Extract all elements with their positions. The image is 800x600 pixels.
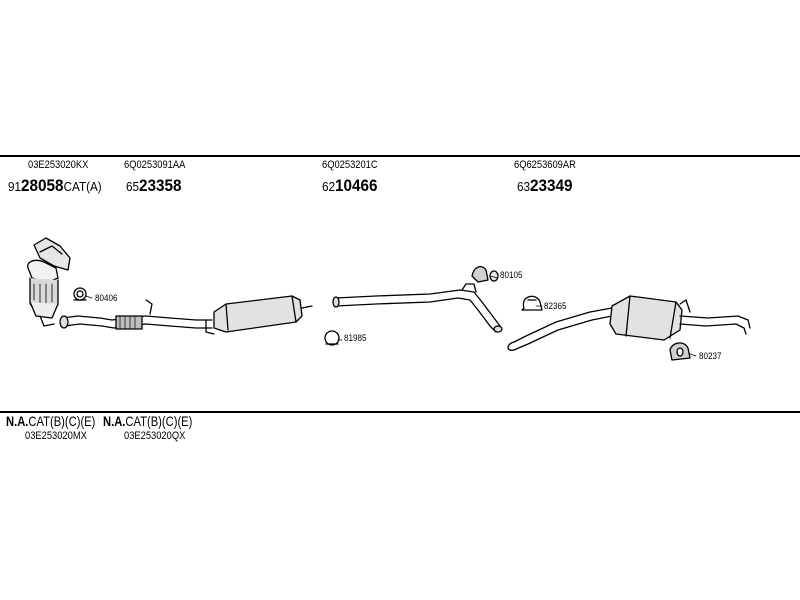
part-code-rear-silencer: 6Q6253609AR — [514, 159, 576, 171]
middle-pipe-drawing — [332, 283, 503, 333]
part-label-81985: 81985 — [344, 333, 367, 344]
part-code-middle-pipe: 6Q0253201C — [322, 159, 378, 171]
variant-note-1: N.A.CAT(B)(C)(E) — [6, 413, 96, 429]
clamp-82365-drawing — [521, 295, 543, 311]
catalytic-converter-drawing — [27, 237, 71, 327]
bottom-divider — [0, 411, 800, 413]
hanger-80105-drawing — [471, 265, 499, 283]
part-label-80105: 80105 — [500, 270, 523, 281]
middle-silencer-drawing — [213, 295, 313, 333]
part-number-catalyst: 9128058CAT(A) — [8, 176, 102, 195]
variant-code-2: 03E253020QX — [124, 430, 186, 442]
part-label-80237: 80237 — [699, 351, 722, 362]
part-number-rear-silencer: 6323349 — [517, 176, 573, 195]
part-label-82365: 82365 — [544, 301, 567, 312]
part-code-catalyst: 03E253020KX — [28, 159, 89, 171]
part-number-middle-pipe: 6210466 — [322, 176, 378, 195]
gasket-81985-drawing — [324, 330, 340, 346]
variant-code-1: 03E253020MX — [25, 430, 87, 442]
part-label-80406: 80406 — [95, 293, 118, 304]
top-divider — [0, 155, 800, 157]
rear-silencer-drawing — [507, 295, 751, 351]
hanger-80237-drawing — [669, 342, 691, 361]
front-pipe-drawing — [59, 299, 215, 335]
part-code-front-pipe: 6Q0253091AA — [124, 159, 186, 171]
variant-note-2: N.A.CAT(B)(C)(E) — [103, 413, 193, 429]
part-number-front-pipe: 6523358 — [126, 176, 182, 195]
clamp-80406-drawing — [73, 287, 87, 301]
